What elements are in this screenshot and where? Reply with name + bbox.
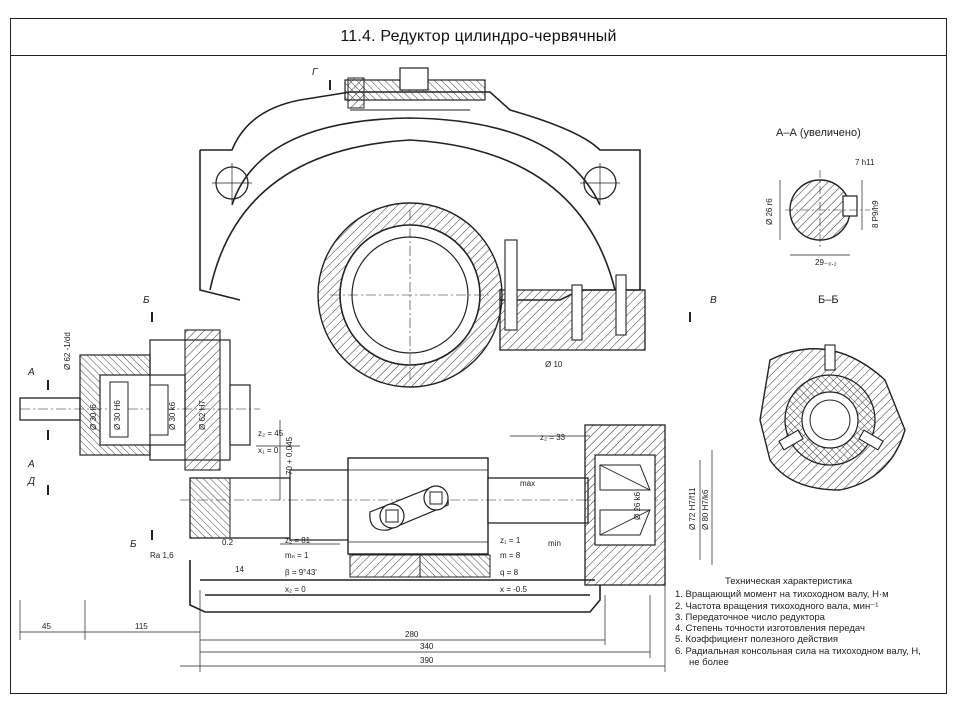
cut-letter-a-top: А [27,367,35,378]
flange-section [499,239,646,351]
spec-item: 5. Коэффициент полезного действия [675,634,839,646]
section-b-b [759,344,906,491]
dimension-texts: 45 115 280 340 390 z₂ = 45 x₁ = 0 z₂ = 3… [42,158,880,665]
spec-item: 4. Степень точности изготовления передач [675,623,865,635]
dim-d390: 390 [420,656,434,665]
lower-tray [349,554,491,578]
dim-d02: 0.2 [222,538,234,547]
dim-z2-45: z₂ = 45 [258,429,284,438]
mount-holes [212,163,620,203]
dim-mn1: mₙ = 1 [285,551,309,560]
central-bore [317,202,503,388]
dim-dist: 70 + 0,045 [285,436,294,475]
housing-outline [189,91,641,613]
dim-key-height: 29₋₀.₂ [815,258,837,267]
dim-d72: Ø 72 H7/f11 [688,487,697,530]
dim-key-width: 7 h11 [855,158,875,167]
input-shaft-assembly [19,329,260,471]
dim-max: max [520,479,535,488]
dim-d10: Ø 10 [545,360,563,369]
dim-d340: 340 [420,642,434,651]
dim-key-depth: 8 P9/h9 [871,200,880,228]
dim-d115: 115 [135,622,148,631]
dim-x1-0: x₁ = 0 [258,446,279,455]
dim-m8: m = 8 [500,551,521,560]
dim-d30h6: Ø 30 H6 [113,400,122,430]
dim-z2-33: z₂ = 33 [540,433,566,442]
drawing-frame [10,18,947,694]
section-a-a [779,170,870,256]
specs-heading: Техническая характеристика [725,576,852,587]
dim-x2: x₂ = 0 [285,585,306,594]
dim-z1: z₁ = 1 [500,536,521,545]
title-block: 11.4. Редуктор цилиндро-червячный [10,18,947,56]
dim-x05: x = -0.5 [500,585,527,594]
dim-d26: Ø 26 k6 [633,491,642,520]
worm-shaft-assembly [180,457,660,555]
technical-specs: Техническая характеристика 1. Вращающий … [675,576,945,668]
spec-item: 3. Передаточное число редуктора [675,611,825,623]
drawing-title: 11.4. Редуктор цилиндро-червячный [340,28,617,45]
cut-letter-b-top: Б [143,295,150,306]
section-b-b-label: Б–Б [818,294,839,306]
dim-q8: q = 8 [500,568,519,577]
cut-plane-markers [47,80,691,540]
cut-letter-a-bottom: А [27,459,35,470]
dim-d80: Ø 80 H7/k6 [701,489,710,530]
dim-d14: 14 [235,565,244,574]
dim-d45: 45 [42,622,51,631]
section-a-a-label: А–А (увеличено) [776,127,861,139]
spec-item: 2. Частота вращения тихоходного вала, ми… [675,600,879,612]
dim-d30: Ø 30 l6 [89,404,98,430]
dim-d-outer: Ø 62 -1/dd [63,332,72,370]
dim-min: min [548,539,561,548]
dim-d-shaft-aa: Ø 26 r6 [765,198,774,225]
cut-letters: Г Б В А А Д Б [27,67,717,550]
cut-letter-v: В [710,295,717,306]
right-bearing-housing [584,424,666,586]
spec-item: 1. Вращающий момент на тихоходном валу, … [675,589,889,601]
dim-beta: β = 9°43' [285,568,317,577]
cut-letter-d: Д [27,476,35,487]
top-cover [344,67,486,111]
spec-item: 6. Радиальная консольная сила на тихоход… [675,645,921,657]
dim-z2-81: z₂ = 81 [285,536,311,545]
spec-item-continuation: не более [689,657,729,669]
dim-d30k6: Ø 30 k6 [168,401,177,430]
dim-d280: 280 [405,630,419,639]
dim-ra16: Ra 1,6 [150,551,174,560]
cut-letter-g: Г [312,67,319,78]
dim-d62h7: Ø 62 H7 [198,400,207,430]
dimension-lines [19,420,713,672]
cut-letter-b-bottom: Б [130,539,137,550]
